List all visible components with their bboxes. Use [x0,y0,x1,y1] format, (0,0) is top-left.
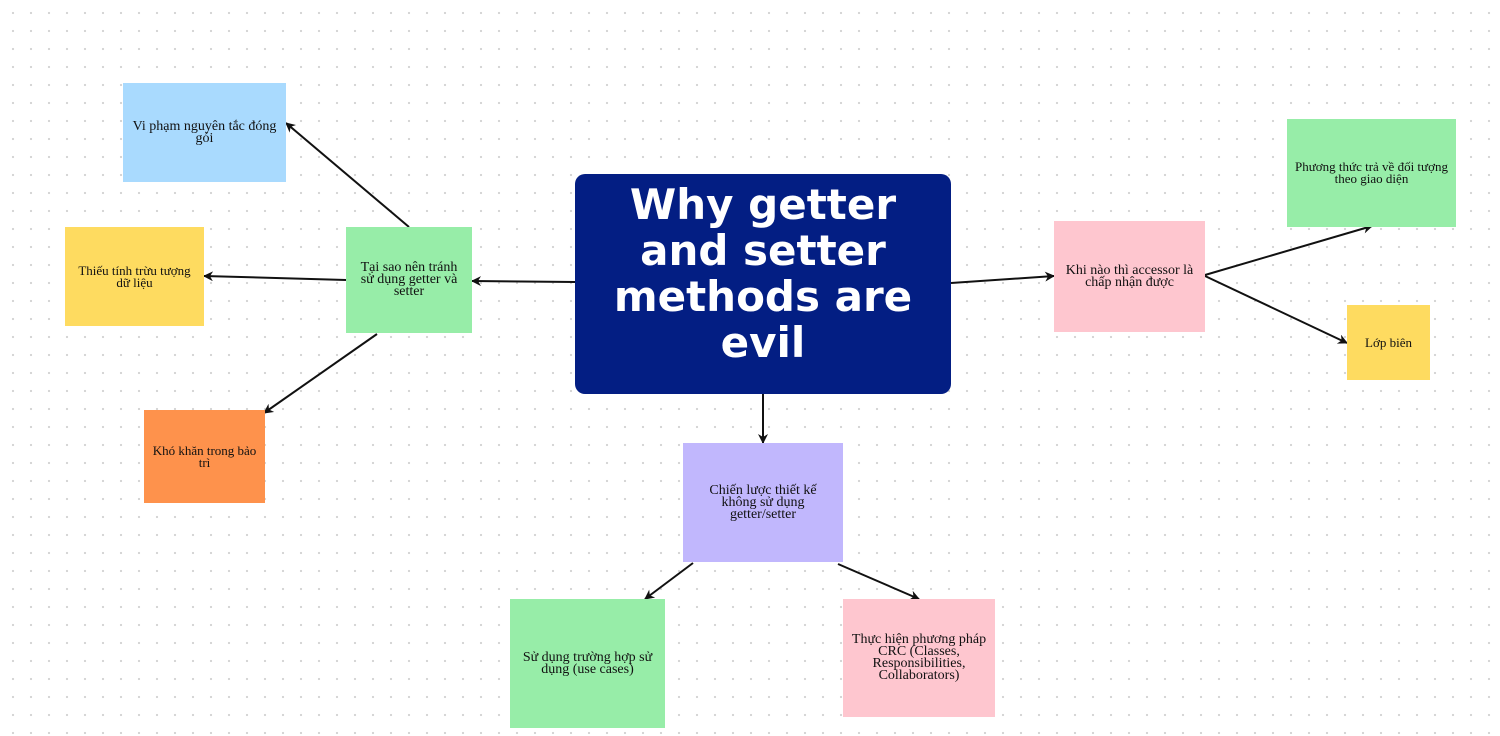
node-lack-of-abstraction[interactable]: Thiếu tính trừu tượng dữ liệu [65,227,204,326]
node-design-strategy-label: Chiến lược thiết kế không sử dụng getter… [709,482,817,522]
node-design-strategy[interactable]: Chiến lược thiết kế không sử dụng getter… [683,443,843,562]
node-use-cases-label: Sử dụng trường hợp sử dụng (use cases) [522,649,653,677]
arrow-strategy-to-crc [837,563,920,601]
node-encapsulation-violation[interactable]: Vi phạm nguyên tắc đóng gói [123,83,286,182]
arrow-accessor-to-interface [1204,223,1373,276]
node-lack-of-abstraction-label: Thiếu tính trừu tượng dữ liệu [78,262,191,290]
arrow-reasons-to-encapsulation [285,122,410,228]
central-topic-title: Why getter and setter methods are evil [613,180,913,367]
node-accessor-acceptable[interactable]: Khi nào thì accessor là chấp nhận được [1054,221,1205,332]
node-crc-method-label: Thực hiện phương pháp CRC (Classes, Resp… [851,632,987,683]
central-topic-node[interactable]: Why getter and setter methods are evil [575,174,951,394]
node-reasons-to-avoid[interactable]: Tại sao nên tránh sử dụng getter và sett… [346,227,472,333]
node-interface-return-method-label: Phương thức trả về đối tượng theo giao d… [1295,159,1448,186]
node-maintenance-difficulty[interactable]: Khó khăn trong bảo trì [144,410,265,503]
arrow-reasons-to-maintenance [263,333,378,414]
node-accessor-acceptable-label: Khi nào thì accessor là chấp nhận được [1065,262,1194,290]
node-boundary-class-label: Lớp biên [1365,334,1412,350]
arrow-reasons-to-abstraction [203,271,347,282]
node-encapsulation-violation-label: Vi phạm nguyên tắc đóng gói [132,118,277,146]
arrow-central-to-reasons [471,276,576,287]
node-use-cases[interactable]: Sử dụng trường hợp sử dụng (use cases) [510,599,665,728]
node-crc-method[interactable]: Thực hiện phương pháp CRC (Classes, Resp… [843,599,995,717]
arrow-strategy-to-use-cases [644,562,694,600]
node-boundary-class[interactable]: Lớp biên [1347,305,1430,380]
arrow-central-to-accessor [950,271,1055,284]
node-maintenance-difficulty-label: Khó khăn trong bảo trì [152,442,257,470]
arrow-accessor-to-boundary [1204,275,1348,344]
node-reasons-to-avoid-label: Tại sao nên tránh sử dụng getter và sett… [360,260,458,299]
node-interface-return-method[interactable]: Phương thức trả về đối tượng theo giao d… [1287,119,1456,227]
